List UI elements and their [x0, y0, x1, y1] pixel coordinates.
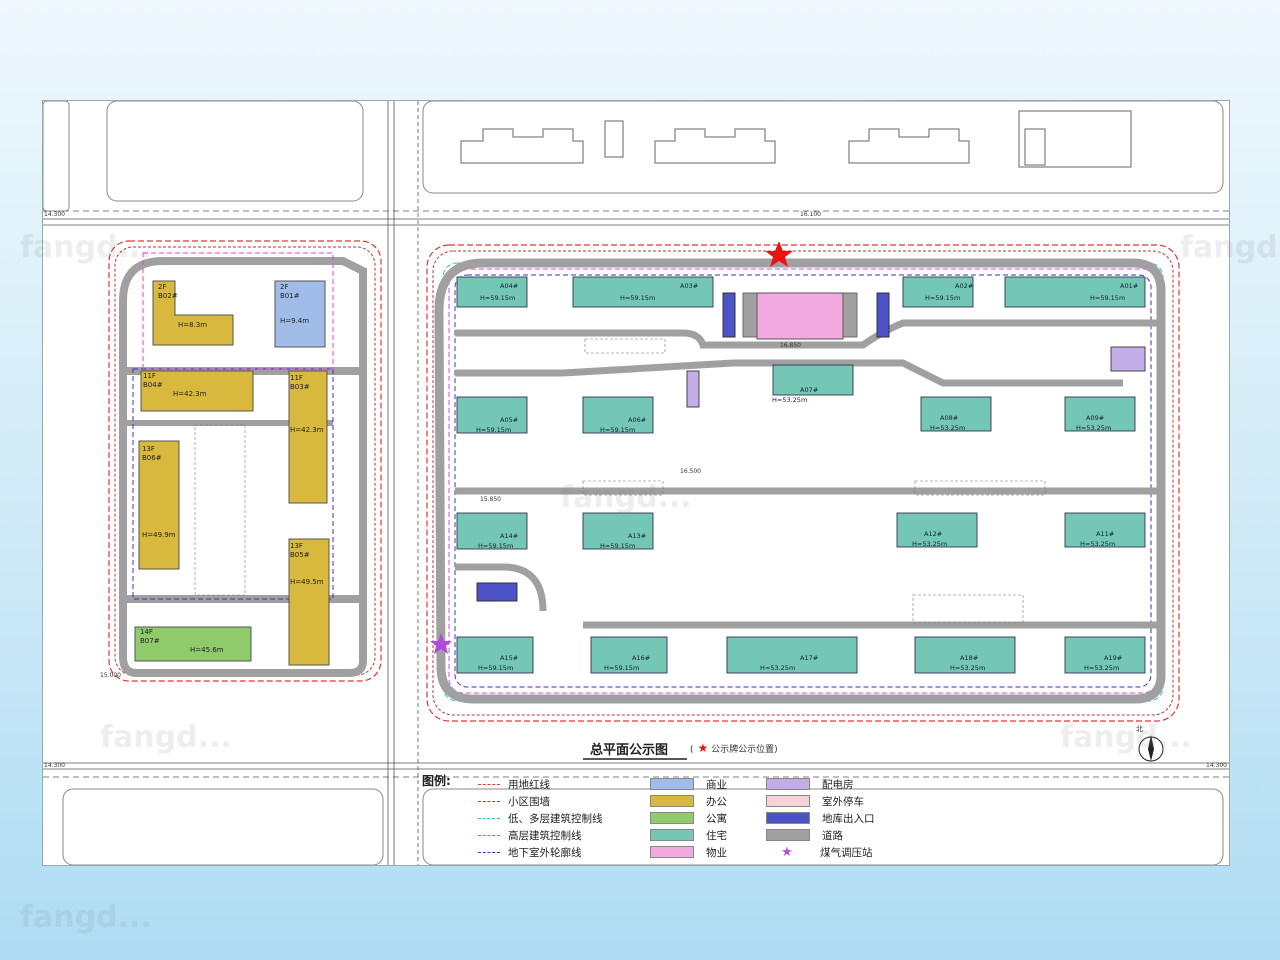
legend-label: 用地红线 [508, 778, 550, 791]
page-title: 总平面公示图 [590, 743, 669, 758]
notice-marker: (★ 公示牌公示位置) [690, 741, 778, 755]
legend-label: 公寓 [706, 812, 727, 825]
legend-item: 地下室外轮廓线 [478, 844, 582, 860]
watermark: fangd... [20, 900, 152, 935]
legend-item: 用地红线 [478, 776, 550, 792]
legend-item: 室外停车 [766, 793, 864, 809]
legend-item: 商业 [650, 776, 727, 792]
gas-station-icon: ★ [781, 844, 793, 860]
legend-line-swatch [478, 800, 500, 802]
legend-fill-swatch [650, 812, 694, 824]
legend-item: 住宅 [650, 827, 727, 843]
legend-item: 办公 [650, 793, 727, 809]
legend-label: 地库出入口 [822, 812, 875, 825]
legend-label: 住宅 [706, 829, 727, 842]
notice-label: 公示牌公示位置 [711, 745, 775, 755]
right-parcel [426, 241, 1180, 722]
existing-buildings [460, 110, 1132, 168]
residential-blocks [456, 276, 1146, 674]
legend-label: 物业 [706, 846, 727, 859]
street-grid [43, 101, 1229, 865]
legend-item: 低、多层建筑控制线 [478, 810, 603, 826]
legend: 图例: 用地红线小区围墙低、多层建筑控制线高层建筑控制线地下室外轮廓线 商业办公… [422, 772, 902, 862]
legend-item: 地库出入口 [766, 810, 875, 826]
legend-fill-swatch [650, 795, 694, 807]
left-parcel [108, 240, 382, 682]
star-icon: ★ [697, 741, 709, 755]
legend-line-swatch [478, 783, 500, 785]
legend-fill-swatch [766, 812, 810, 824]
north-label: 北 [1136, 725, 1143, 733]
legend-fill-swatch [766, 829, 810, 841]
legend-label: 室外停车 [822, 795, 864, 808]
legend-item: 配电房 [766, 776, 854, 792]
legend-item: 高层建筑控制线 [478, 827, 582, 843]
site-plan-sheet [42, 100, 1230, 866]
parking-zones [194, 338, 1046, 624]
legend-fill-swatch [650, 829, 694, 841]
legend-fill-swatch [766, 778, 810, 790]
legend-caption: 图例: [422, 774, 451, 788]
legend-item: ★ 煤气调压站 [766, 844, 873, 860]
north-arrow-icon [1138, 735, 1164, 762]
legend-label: 低、多层建筑控制线 [508, 812, 603, 825]
legend-label: 道路 [822, 829, 843, 842]
legend-label: 煤气调压站 [820, 846, 873, 859]
legend-item: 小区围墙 [478, 793, 550, 809]
legend-label: 小区围墙 [508, 795, 550, 808]
legend-label: 地下室外轮廓线 [508, 846, 582, 859]
legend-label: 办公 [706, 795, 727, 808]
legend-fill-swatch [766, 795, 810, 807]
legend-line-swatch [478, 834, 500, 836]
legend-label: 配电房 [822, 778, 854, 791]
legend-fill-swatch [650, 778, 694, 790]
legend-item: 物业 [650, 844, 727, 860]
legend-fill-swatch [650, 846, 694, 858]
legend-item: 公寓 [650, 810, 727, 826]
legend-line-swatch [478, 851, 500, 853]
legend-label: 商业 [706, 778, 727, 791]
legend-label: 高层建筑控制线 [508, 829, 582, 842]
legend-item: 道路 [766, 827, 843, 843]
legend-line-swatch [478, 817, 500, 819]
site-plan-drawing [43, 101, 1229, 865]
